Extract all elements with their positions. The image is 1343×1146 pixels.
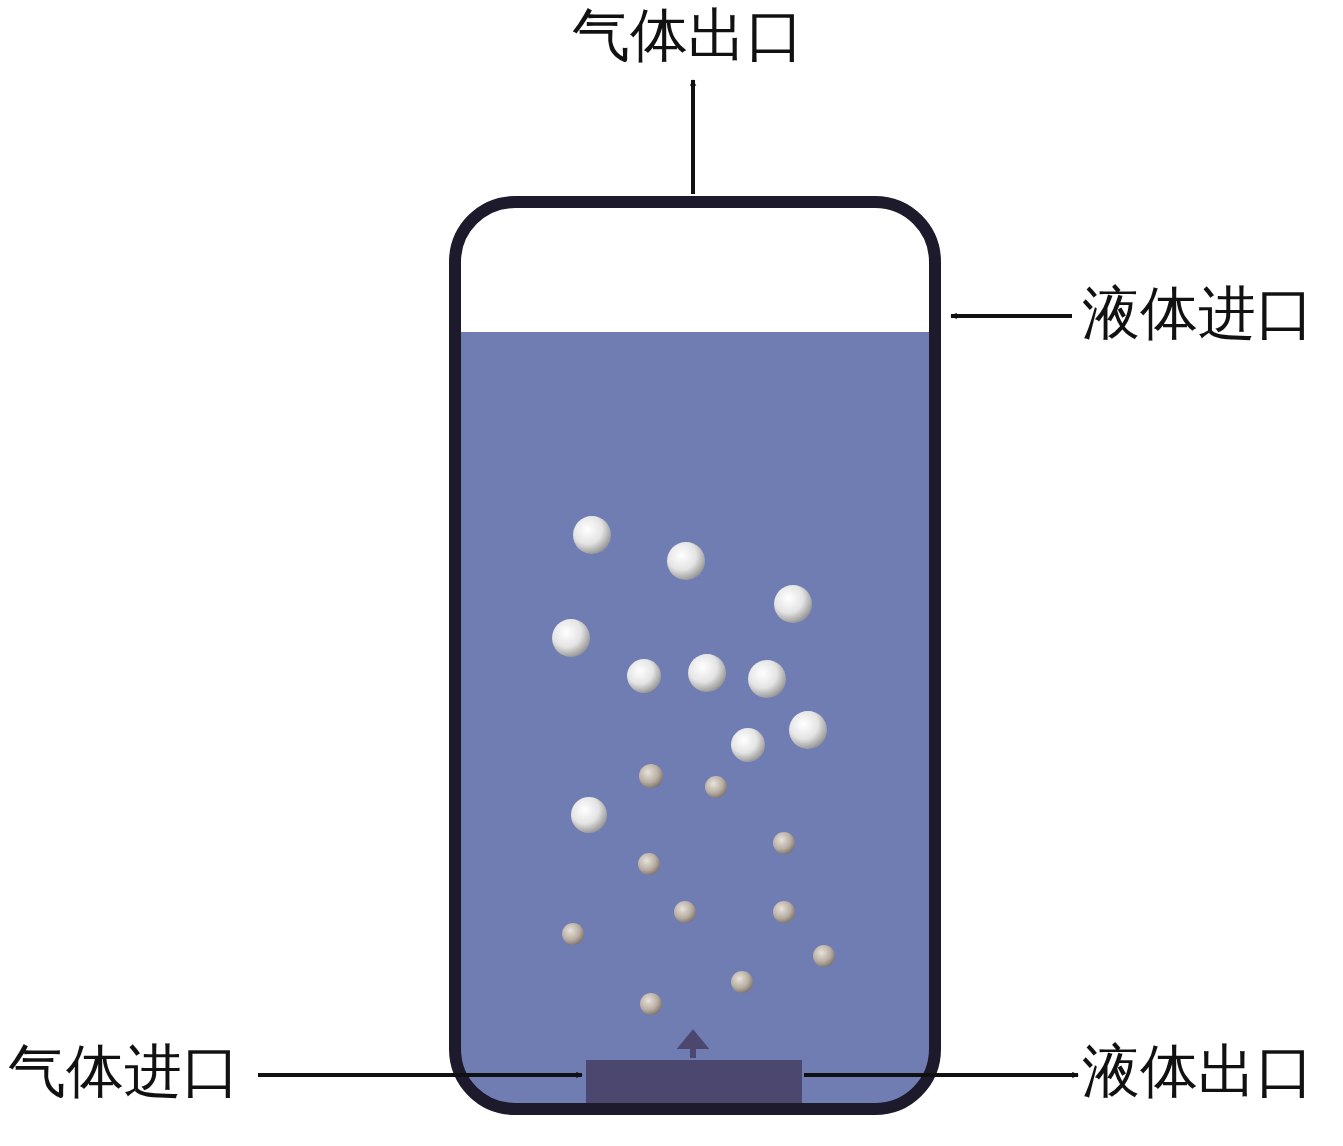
flow-arrows (258, 80, 1078, 1075)
flow-label: 气体进口 (8, 1040, 240, 1104)
gas-sparger (586, 1060, 802, 1107)
flow-label: 液体出口 (1082, 1040, 1314, 1104)
gas-outlet-arrow (691, 80, 695, 194)
vessel (455, 202, 935, 1122)
bubbles (552, 516, 835, 1015)
flow-label: 气体出口 (572, 4, 804, 68)
liquid-outlet-arrow (804, 1073, 1078, 1077)
liquid-inlet-arrow (951, 314, 1072, 318)
liquid (455, 332, 935, 1109)
gas-inlet-arrow (258, 1073, 582, 1077)
sparger-arrow (683, 1034, 703, 1058)
flow-label: 液体进口 (1082, 282, 1314, 346)
